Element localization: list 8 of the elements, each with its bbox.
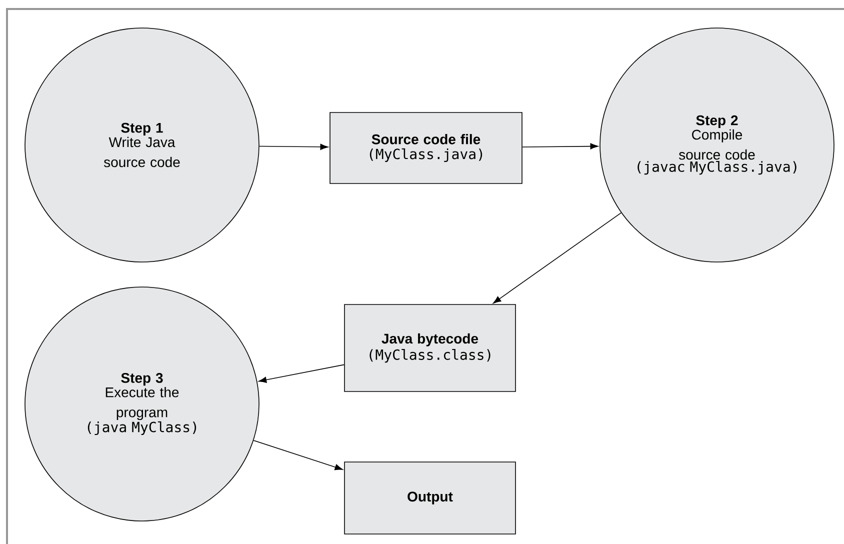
arrow xyxy=(522,143,598,150)
arrow xyxy=(258,364,344,383)
arrow xyxy=(493,212,622,304)
file-box: Source code file (MyClass.java) xyxy=(330,112,522,184)
file-box: Java bytecode (MyClass.class) xyxy=(344,304,516,392)
arrow xyxy=(253,440,343,470)
arrow xyxy=(259,144,328,150)
file-box: Output xyxy=(344,462,516,534)
